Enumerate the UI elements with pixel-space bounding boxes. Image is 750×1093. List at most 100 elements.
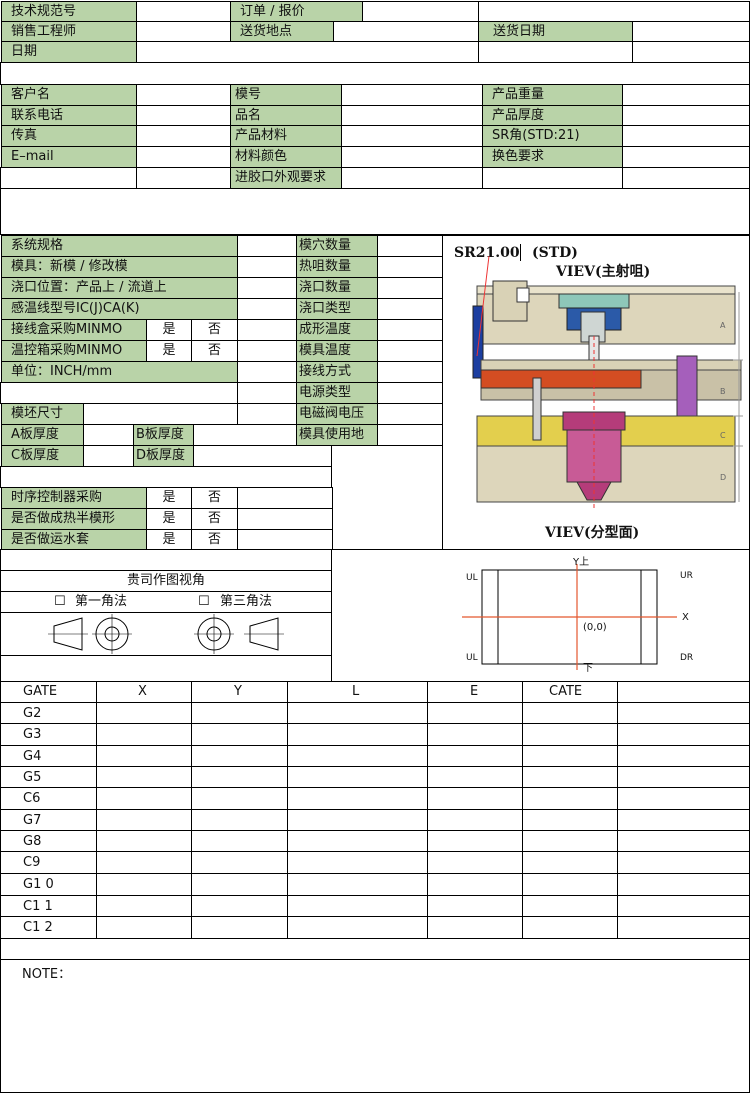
scale-a: A (720, 321, 726, 330)
order-quote-field[interactable] (362, 1, 479, 22)
first-angle-checkbox[interactable]: ☐ (54, 594, 66, 609)
first-angle-label: 第一角法 (75, 594, 128, 609)
gate-row-g7: G7 (23, 813, 42, 828)
hot-half-yes[interactable]: 是 (146, 508, 192, 530)
mold-no-field[interactable] (341, 84, 483, 106)
color-change-field[interactable] (622, 146, 750, 168)
temp-controller-no[interactable]: 否 (191, 340, 238, 362)
system-blank-row (0, 382, 238, 404)
gate-col-line-4 (427, 681, 428, 939)
water-jacket-yes[interactable]: 是 (146, 529, 192, 550)
gate-count-field[interactable] (377, 277, 443, 299)
email-field[interactable] (136, 146, 231, 168)
ul-top-label: UL (466, 573, 478, 583)
water-jacket-field[interactable] (237, 529, 333, 550)
mold-location-field[interactable] (377, 424, 443, 446)
hot-nozzle-count-field[interactable] (377, 256, 443, 278)
system-spec-field[interactable] (237, 235, 297, 257)
mold-temp-field[interactable] (377, 340, 443, 362)
sales-engineer-label: 销售工程师 (1, 21, 137, 42)
delivery-place-field[interactable] (333, 21, 479, 42)
b-plate-field[interactable] (193, 424, 297, 446)
timing-controller-field[interactable] (237, 487, 333, 509)
gate-row-g2: G2 (23, 706, 42, 721)
gate-row-c11: C1 1 (23, 899, 53, 914)
solenoid-voltage-label: 电磁阀电压 (296, 403, 378, 425)
gate-position-field[interactable] (237, 277, 297, 299)
customer-name-field[interactable] (136, 84, 231, 106)
date-field-extra-2[interactable] (632, 41, 750, 63)
sales-engineer-field[interactable] (136, 21, 231, 42)
c-plate-field[interactable] (83, 445, 134, 467)
timing-controller-no[interactable]: 否 (191, 487, 238, 509)
tech-spec-no-field[interactable] (136, 1, 231, 22)
date-label: 日期 (1, 41, 137, 63)
gate-type-field[interactable] (377, 298, 443, 320)
temp-controller-yes[interactable]: 是 (146, 340, 192, 362)
unit-field[interactable] (237, 361, 297, 383)
customer-name-label: 客户名 (1, 84, 137, 106)
mold-type-field[interactable] (237, 256, 297, 278)
product-material-field[interactable] (341, 125, 483, 147)
material-color-field[interactable] (341, 146, 483, 168)
scale-c: C (720, 431, 726, 440)
thermocouple-field[interactable] (237, 298, 297, 320)
hot-half-no[interactable]: 否 (191, 508, 238, 530)
cavity-count-label: 模穴数量 (296, 235, 378, 257)
gate-appearance-field[interactable] (341, 167, 483, 189)
spacer-row-2 (0, 188, 750, 235)
wiring-method-field[interactable] (377, 361, 443, 383)
cavity-count-field[interactable] (377, 235, 443, 257)
blank-field-1[interactable] (0, 167, 137, 189)
blank-size-field[interactable] (83, 403, 238, 425)
third-angle-checkbox[interactable]: ☐ (198, 594, 210, 609)
water-jacket-no[interactable]: 否 (191, 529, 238, 550)
junction-box-field[interactable] (237, 319, 297, 341)
fax-field[interactable] (136, 125, 231, 147)
junction-box-no[interactable]: 否 (191, 319, 238, 341)
junction-box-yes[interactable]: 是 (146, 319, 192, 341)
blank-field-2[interactable] (136, 167, 231, 189)
product-weight-label: 产品重量 (482, 84, 623, 106)
gate-row-line (0, 873, 750, 874)
timing-controller-yes[interactable]: 是 (146, 487, 192, 509)
temp-controller-field[interactable] (237, 340, 297, 362)
gate-row-line (0, 916, 750, 917)
d-plate-field[interactable] (193, 445, 332, 467)
plate-blank-row (0, 466, 332, 488)
gate-header-cate: CATE (549, 684, 583, 699)
gate-row-g3: G3 (23, 727, 42, 742)
delivery-place-label: 送货地点 (230, 21, 334, 42)
a-plate-field[interactable] (83, 424, 134, 446)
note-box[interactable] (0, 959, 750, 1093)
table-spacer-row (0, 938, 750, 960)
delivery-date-field[interactable] (632, 21, 750, 42)
system-blank-field[interactable] (237, 382, 297, 404)
molding-temp-field[interactable] (377, 319, 443, 341)
gate-appearance-label: 进胶口外观要求 (230, 167, 342, 189)
x-label: X (682, 612, 689, 623)
note-label: NOTE： (22, 967, 72, 982)
gate-row-c12: C1 2 (23, 920, 53, 935)
product-thickness-field[interactable] (622, 105, 750, 126)
scale-d: D (720, 473, 727, 482)
phone-field[interactable] (136, 105, 231, 126)
blank-size-field-2[interactable] (237, 403, 297, 425)
projection-blank-row (0, 549, 332, 571)
header-blank-field[interactable] (478, 1, 750, 22)
hot-half-field[interactable] (237, 508, 333, 530)
solenoid-voltage-field[interactable] (377, 403, 443, 425)
system-right-column: 模穴数量 热咀数量 浇口数量 浇口类型 成形温度 模具温度 接线方式 电源类型 … (296, 235, 443, 446)
gate-row-line (0, 787, 750, 788)
gate-row-line (0, 745, 750, 746)
sr-angle-field[interactable] (622, 125, 750, 147)
product-weight-field[interactable] (622, 84, 750, 106)
gate-col-line-2 (191, 681, 192, 939)
third-angle-label: 第三角法 (220, 594, 273, 609)
blank-field-3[interactable] (482, 167, 623, 189)
blank-field-4[interactable] (622, 167, 750, 189)
date-field[interactable] (136, 41, 479, 63)
date-field-extra[interactable] (478, 41, 633, 63)
power-type-field[interactable] (377, 382, 443, 404)
product-name-field[interactable] (341, 105, 483, 126)
